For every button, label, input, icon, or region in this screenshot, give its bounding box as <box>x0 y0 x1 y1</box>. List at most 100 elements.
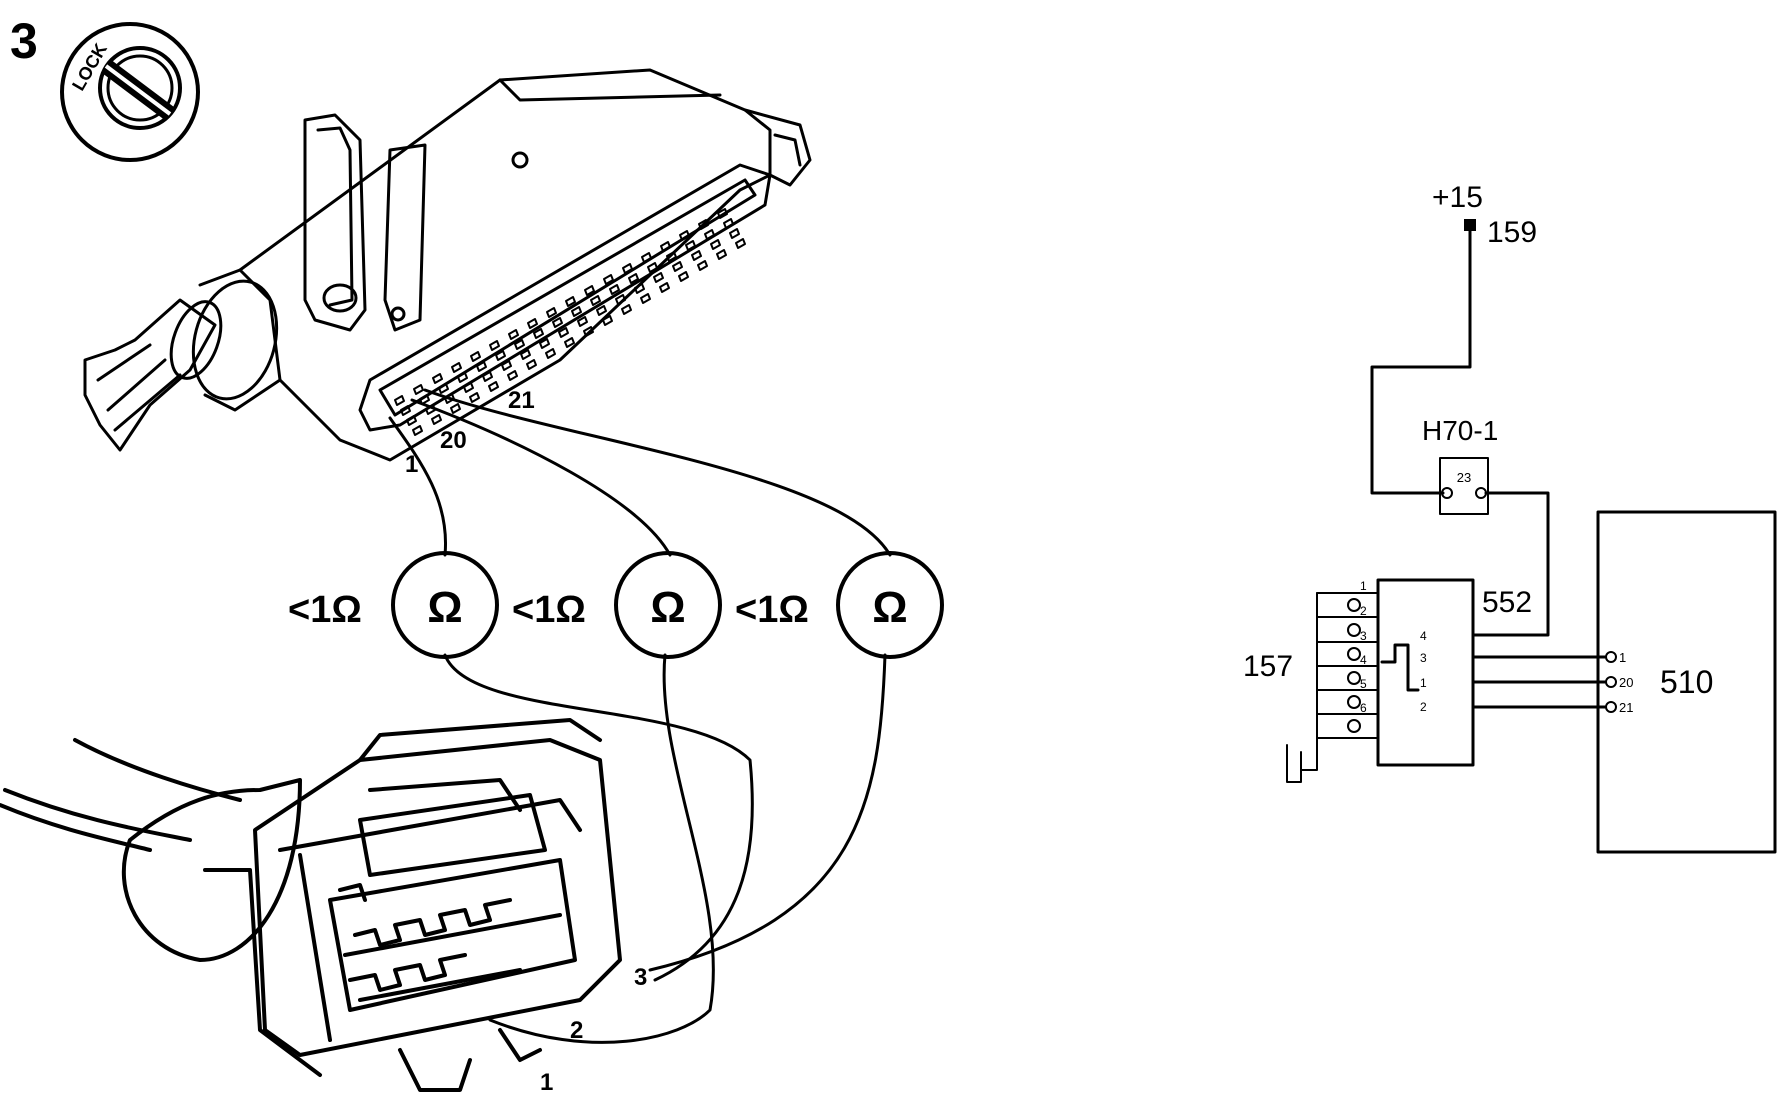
ecu-pin <box>590 295 601 306</box>
ecu-pin <box>704 229 715 240</box>
ecu-pin <box>603 274 614 285</box>
ecu-pin <box>545 348 556 359</box>
ground-pin-5: 5 <box>1360 677 1367 691</box>
ecu-pin <box>571 306 582 317</box>
ecu-pin <box>660 241 671 252</box>
sensor-connector <box>0 718 622 1092</box>
ohm-symbol: Ω <box>650 583 685 632</box>
lead-pin20-top <box>410 398 672 557</box>
ecu-pin <box>476 361 487 372</box>
measurement-leads <box>388 388 892 1044</box>
ecu-pin <box>716 249 727 260</box>
ecu-pin <box>482 371 493 382</box>
ecu-pin <box>615 294 626 305</box>
ecu-pin <box>679 230 690 241</box>
ecu-pin <box>451 362 462 373</box>
ecu-pin <box>659 282 670 293</box>
ohmmeter-icon <box>391 551 499 659</box>
ecu-pin <box>406 415 417 426</box>
ecu-pin <box>507 370 518 381</box>
ecu-pin <box>666 251 677 262</box>
ecu-pin <box>457 372 468 383</box>
lead-pin1-bottom <box>443 653 754 982</box>
fuse-box-icon <box>1439 457 1489 515</box>
ecu-pin <box>735 238 746 249</box>
ohmmeter-1: Ω <1Ω <box>288 551 499 659</box>
ground-pin-3: 3 <box>1360 629 1367 643</box>
ecu-pin <box>602 315 613 326</box>
ohmmeter-3: Ω <1Ω <box>735 551 944 659</box>
ohm-symbol: Ω <box>427 583 462 632</box>
ecu-pin <box>552 317 563 328</box>
schematic: +15 159 H70-1 23 552 4 3 1 2 <box>1243 181 1777 854</box>
ecu-pin <box>564 337 575 348</box>
ecu-pin <box>628 273 639 284</box>
ecu-pin <box>432 373 443 384</box>
ecu-pin <box>527 318 538 329</box>
ecu-pin-label-21: 21 <box>508 387 535 414</box>
control-unit-name: 510 <box>1660 664 1713 700</box>
ecu-pin <box>469 392 480 403</box>
ecu-pin <box>640 293 651 304</box>
ecu-pin-array <box>394 208 746 436</box>
ecu-pin <box>501 360 512 371</box>
ground-pin-2: 2 <box>1360 604 1367 618</box>
ecu-pin <box>698 219 709 230</box>
ecu-pin <box>685 240 696 251</box>
ecu-pin <box>431 414 442 425</box>
ecu-pin <box>463 382 474 393</box>
control-unit-510-box <box>1596 510 1777 854</box>
sensor-pin-4: 4 <box>1420 629 1427 643</box>
ground-pin-1: 1 <box>1360 579 1367 593</box>
ohm-symbol: Ω <box>872 583 907 632</box>
ohmmeter-2: Ω <1Ω <box>512 551 722 659</box>
sensor-pin-3: 3 <box>1420 651 1427 665</box>
ecu-pin <box>495 350 506 361</box>
ecu-pin <box>678 271 689 282</box>
sensor-pin-label-3: 3 <box>634 964 647 991</box>
ecu-pin-label-1: 1 <box>405 451 418 478</box>
sensor-pin-1: 1 <box>1420 676 1427 690</box>
ecu-pin <box>583 326 594 337</box>
ecu-pin <box>450 403 461 414</box>
sensor-pin-2: 2 <box>1420 700 1427 714</box>
step-number: 3 <box>10 13 38 69</box>
supply-terminal-number: 159 <box>1487 216 1537 249</box>
ecu-pin <box>577 316 588 327</box>
ignition-lock-icon: LOCK <box>60 22 200 162</box>
ecu-pin <box>565 296 576 307</box>
ecu-pin <box>539 338 550 349</box>
ecu-pin <box>558 327 569 338</box>
sensor-pin-label-1: 1 <box>540 1069 553 1096</box>
ecu-pin <box>691 250 702 261</box>
sensor-pin-label-2: 2 <box>570 1017 583 1044</box>
ground-name: 157 <box>1243 650 1293 683</box>
ecu-pin <box>508 329 519 340</box>
lead-pin1-top <box>388 416 448 557</box>
ecu-pin <box>653 272 664 283</box>
ecu-pin <box>514 339 525 350</box>
sensor-552-box <box>1376 578 1475 767</box>
ecu-pin <box>546 307 557 318</box>
fuse-number: 23 <box>1457 470 1471 485</box>
ohm-reading: <1Ω <box>512 589 586 631</box>
ecu-pin <box>609 284 620 295</box>
ecu-pin <box>584 285 595 296</box>
ecu-pin <box>489 340 500 351</box>
ecu-pin <box>647 262 658 273</box>
ecu-pin <box>526 359 537 370</box>
lead-pin3-bottom <box>648 653 887 972</box>
ecu-pin-21: 21 <box>1619 700 1633 715</box>
ohmmeter-icon <box>614 551 722 659</box>
ecu-pin <box>697 260 708 271</box>
ecu-connector: 1 20 21 <box>83 68 812 478</box>
ecu-pin <box>400 405 411 416</box>
ecu-pin-1: 1 <box>1619 650 1626 665</box>
ecu-pin <box>413 384 424 395</box>
ground-pin-4: 4 <box>1360 653 1367 667</box>
supply-terminal-icon <box>1464 219 1476 231</box>
supply-voltage: +15 <box>1432 181 1483 214</box>
ohmmeter-icon <box>836 551 944 659</box>
ecu-pin <box>729 228 740 239</box>
ecu-pin-20: 20 <box>1619 675 1633 690</box>
